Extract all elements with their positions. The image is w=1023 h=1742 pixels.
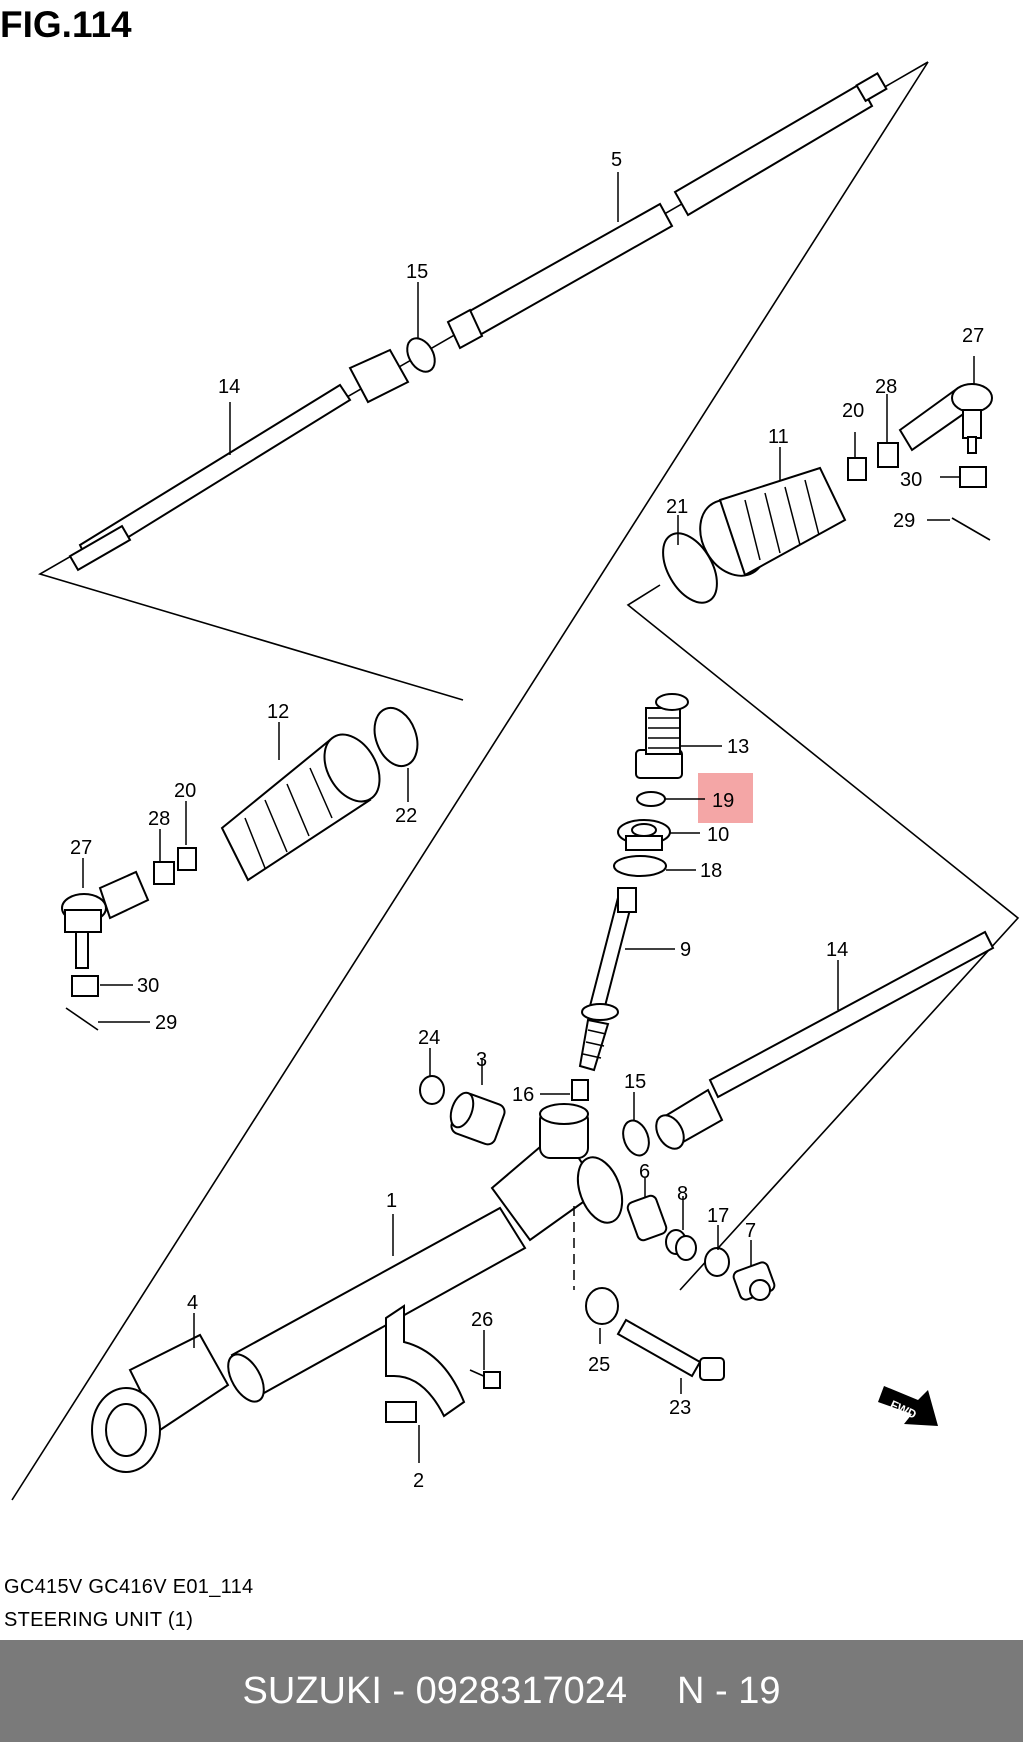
part-28-nut-right [877,442,899,468]
callout-15-upper: 15 [406,261,428,283]
part-29-cotter-pin-right [951,517,991,541]
part-30-castle-nut-right [959,466,987,488]
part-28-nut-left [153,861,175,885]
part-19-highlight [698,773,753,823]
part-15-ring-lower [622,1119,650,1157]
callout-22: 22 [395,805,417,827]
part-19-ring [636,791,666,807]
part-3-bush [449,1091,506,1146]
part-22-clamp-left [373,706,419,768]
part-5-rack-tube [446,71,888,350]
part-18-o-ring [613,855,667,877]
callout-30-left: 30 [137,975,159,997]
callout-29-right: 29 [893,510,915,532]
part-23-bolt [616,1318,725,1381]
callout-14-lower: 14 [826,939,848,961]
callout-30-right: 30 [900,469,922,491]
callout-3: 3 [476,1049,487,1071]
callout-10: 10 [707,824,729,846]
part-1-gear-case [227,1103,624,1403]
leader-lines [82,172,975,1463]
callout-6: 6 [639,1161,650,1183]
part-12-boot-left [220,733,381,882]
callout-15-lower: 15 [624,1071,646,1093]
part-11-boot-right [699,466,847,577]
footer-position: N - 19 [676,1669,781,1712]
part-7-adjusting-screw [732,1261,776,1301]
part-27-tie-rod-end-right [898,383,993,454]
callout-11: 11 [768,426,789,448]
assembly-outline-right [626,584,1020,1291]
callout-29-left: 29 [155,1012,177,1034]
callout-21: 21 [666,496,688,518]
part-20-lock-nut-left [177,847,197,871]
part-15-ring-upper [406,337,436,373]
part-20-lock-nut-right [847,457,867,481]
callout-18: 18 [700,860,722,882]
assembly-outline-upper [11,61,929,1501]
callout-26: 26 [471,1309,493,1331]
footer-bar: SUZUKI - 0928317024 N - 19 [0,1640,1023,1742]
part-16-bearing [571,1079,589,1101]
callout-12: 12 [267,701,289,723]
part-26-bolt [469,1369,501,1389]
footer-part-info: SUZUKI - 0928317024 [242,1669,627,1712]
callout-23: 23 [669,1397,691,1419]
callout-7: 7 [745,1220,756,1242]
model-codes: GC415V GC416V E01_114 [4,1576,254,1598]
callout-9: 9 [680,939,691,961]
part-24-washer [419,1075,445,1105]
part-8-spring [665,1229,697,1261]
part-10-plug [617,819,671,851]
part-30-castle-nut-left [71,975,99,997]
part-21-clamp-right [662,532,718,604]
callout-27-left: 27 [70,837,92,859]
part-27-tie-rod-end-left [61,870,150,969]
callout-24: 24 [418,1027,440,1049]
callout-2: 2 [413,1470,424,1492]
unit-name: STEERING UNIT (1) [4,1609,194,1631]
part-6-rack-plunger [626,1194,668,1242]
callout-28-left: 28 [148,808,170,830]
part-9-pinion [578,887,637,1072]
callout-4: 4 [187,1292,198,1314]
part-14-tie-rod-upper [68,348,410,572]
fwd-arrow-icon: FWD [878,1386,938,1426]
part-17-o-ring [704,1247,730,1277]
callout-5: 5 [611,149,622,171]
callout-8: 8 [677,1183,688,1205]
part-25-washer [585,1287,619,1325]
callout-14-upper: 14 [218,376,240,398]
part-29-cotter-pin-left [65,1007,99,1031]
callout-13: 13 [727,736,749,758]
parts-diagram: FWD [11,61,1020,1501]
callout-28-right: 28 [875,376,897,398]
callout-20-right: 20 [842,400,864,422]
figure-title: FIG.114 [0,4,132,45]
part-14-tie-rod-lower [655,930,995,1150]
callout-17: 17 [707,1205,729,1227]
callout-19: 19 [712,790,734,812]
callout-25: 25 [588,1354,610,1376]
callout-20-left: 20 [174,780,196,802]
callout-16: 16 [512,1084,534,1106]
part-2-bracket [385,1304,466,1423]
callout-27-right: 27 [962,325,984,347]
part-4-mount [91,1333,230,1473]
callout-labels: 5 15 14 27 28 11 20 30 29 21 12 22 20 28… [70,149,984,1492]
callout-1: 1 [386,1190,397,1212]
part-13-dust-seal [635,693,689,779]
